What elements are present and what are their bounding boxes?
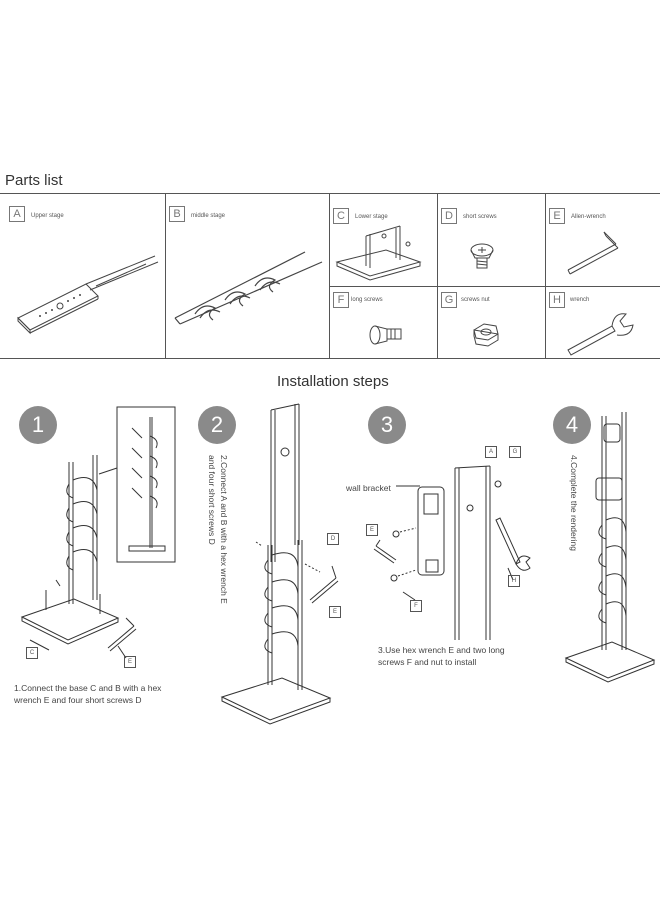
step-1-caption-line-2: wrench E and four short screws D	[14, 695, 142, 705]
parts-list-heading: Parts list	[5, 172, 63, 189]
part-c-letter: C	[333, 208, 349, 224]
part-h-letter: H	[549, 292, 565, 308]
part-a-label: Upper stage	[31, 213, 64, 219]
part-h-label: wrench	[570, 297, 590, 303]
part-e-label: Allen-wrench	[571, 214, 606, 220]
installation-heading: Installation steps	[277, 373, 389, 390]
step-2-tag-e: E	[329, 606, 341, 618]
grid-bottom-border	[0, 358, 660, 359]
step-2-tag-d: D	[327, 533, 339, 545]
step-1-tag-e: E	[124, 656, 136, 668]
grid-col-1	[165, 193, 166, 359]
step-3-tag-h: H	[508, 575, 520, 587]
part-g-label: screws nut	[461, 297, 490, 303]
part-c-label: Lower stage	[355, 214, 388, 220]
part-a-letter: A	[9, 206, 25, 222]
step-3-caption-line-2: screws F and nut to install	[378, 657, 477, 667]
wall-bracket-label: wall bracket	[346, 483, 391, 493]
step-1-caption-line-1: 1.Connect the base C and B with a hex	[14, 683, 162, 693]
grid-top-border	[0, 193, 660, 194]
part-f-letter: F	[333, 292, 349, 308]
part-d-label: short screws	[463, 214, 497, 220]
step-3-tag-e: E	[366, 524, 378, 536]
part-b-letter: B	[169, 206, 185, 222]
part-g-letter: G	[441, 292, 457, 308]
grid-col-4	[545, 193, 546, 359]
step-3-tag-f: F	[410, 600, 422, 612]
part-e-letter: E	[549, 208, 565, 224]
step-3-tag-g: G	[509, 446, 521, 458]
grid-mid-border	[329, 286, 660, 287]
step-3-tag-a: A	[485, 446, 497, 458]
part-f-label: long screws	[351, 297, 383, 303]
step-1-tag-c: C	[26, 647, 38, 659]
grid-col-2	[329, 193, 330, 359]
step-1-number: 1	[19, 406, 57, 444]
step-3-number: 3	[368, 406, 406, 444]
step-4-number: 4	[553, 406, 591, 444]
grid-col-3	[437, 193, 438, 359]
step-2-number: 2	[198, 406, 236, 444]
step-3-caption-line-1: 3.Use hex wrench E and two long	[378, 645, 505, 655]
part-d-letter: D	[441, 208, 457, 224]
part-b-label: middle stage	[191, 213, 226, 219]
